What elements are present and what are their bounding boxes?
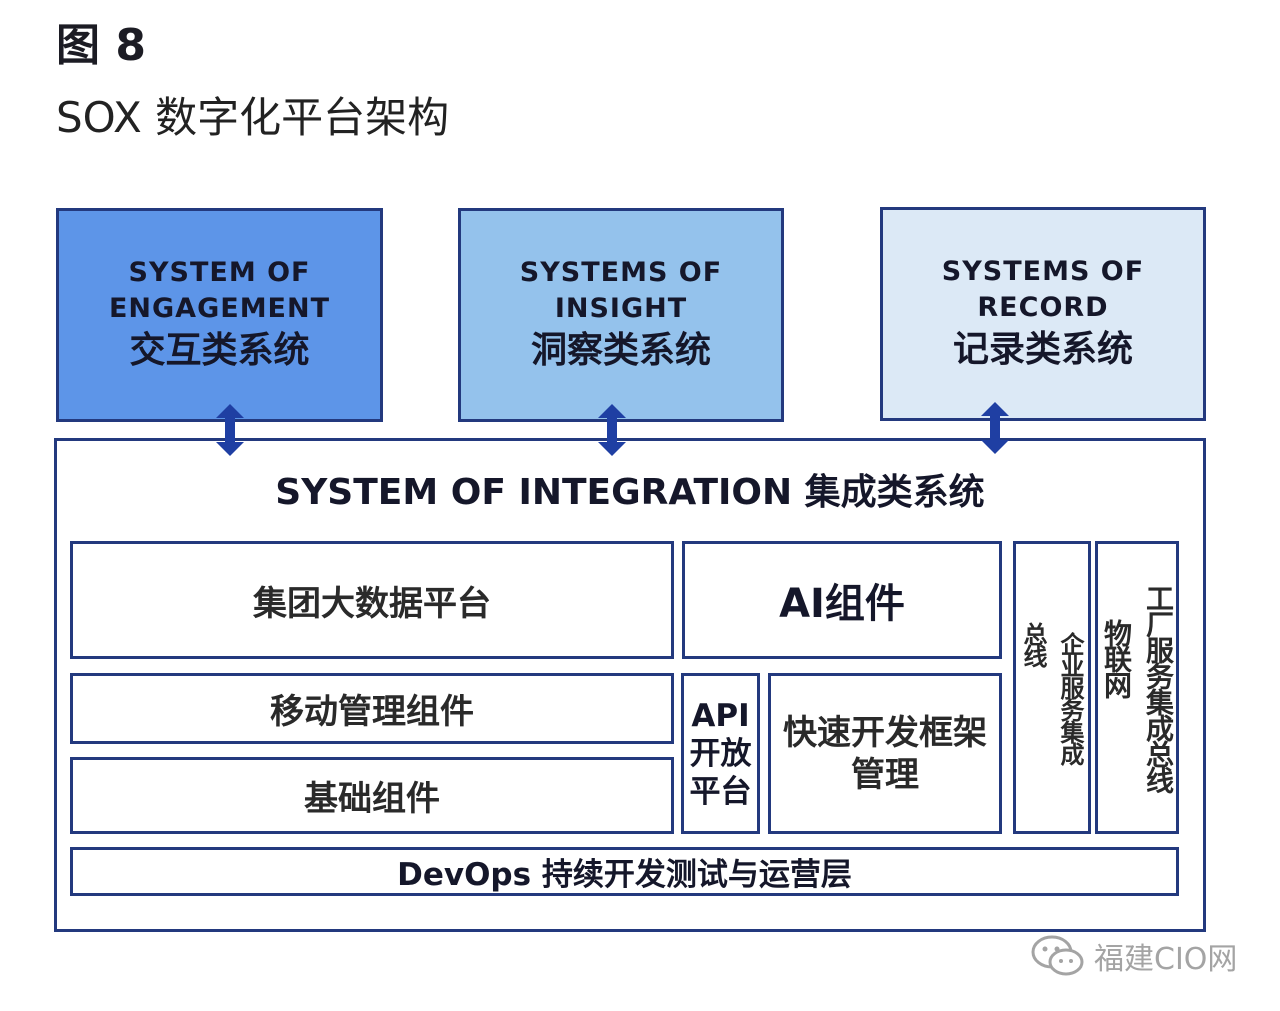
systems-of-insight-box: SYSTEMS OF INSIGHT 洞察类系统 xyxy=(458,208,784,422)
iot-service-bus-box: 工厂服务集成总线 物联网 xyxy=(1095,541,1179,834)
record-en-line2: RECORD xyxy=(977,292,1109,323)
double-arrow-icon xyxy=(216,404,244,456)
mobile-management-box: 移动管理组件 xyxy=(70,673,674,744)
engagement-en-line1: SYSTEM OF xyxy=(128,257,311,288)
double-arrow-icon xyxy=(598,404,626,456)
ai-component-box: AI组件 xyxy=(682,541,1002,659)
devops-layer-box: DevOps 持续开发测试与运营层 xyxy=(70,847,1179,896)
insight-en-line2: INSIGHT xyxy=(554,293,688,324)
double-arrow-icon xyxy=(981,402,1009,454)
rapid-dev-label-line2: 管理 xyxy=(851,754,919,795)
figure-label: 图 8 xyxy=(56,20,146,71)
ai-component-label: AI组件 xyxy=(779,581,905,627)
insight-cn: 洞察类系统 xyxy=(530,330,711,371)
api-label-line3: 平台 xyxy=(689,773,752,810)
systems-of-record-box: SYSTEMS OF RECORD 记录类系统 xyxy=(880,207,1206,421)
engagement-cn: 交互类系统 xyxy=(129,330,310,371)
esb-label-col1: 企业服务集成 xyxy=(1056,631,1084,764)
engagement-en-line2: ENGAGEMENT xyxy=(108,293,331,324)
rapid-dev-label-line1: 快速开发框架 xyxy=(783,712,987,753)
figure-title: SOX 数字化平台架构 xyxy=(56,93,450,142)
iot-label-col1: 工厂服务集成总线 xyxy=(1142,583,1175,792)
watermark: 福建CIO网 xyxy=(1030,928,1250,984)
record-cn: 记录类系统 xyxy=(952,329,1133,370)
api-label-line1: API xyxy=(691,697,750,734)
api-label-line2: 开放 xyxy=(689,735,752,772)
mobile-management-label: 移动管理组件 xyxy=(270,692,474,732)
enterprise-service-bus-box: 企业服务集成 总线 xyxy=(1013,541,1091,834)
record-en-line1: SYSTEMS OF xyxy=(941,256,1145,287)
insight-en-line1: SYSTEMS OF xyxy=(519,257,723,288)
watermark-text: 福建CIO网 xyxy=(1094,942,1238,977)
iot-label-col2: 物联网 xyxy=(1100,618,1133,697)
devops-label: DevOps 持续开发测试与运营层 xyxy=(397,857,852,893)
integration-title: SYSTEM OF INTEGRATION 集成类系统 xyxy=(275,472,985,513)
basic-component-label: 基础组件 xyxy=(304,779,440,819)
api-open-platform-box: API 开放 平台 xyxy=(681,673,760,834)
system-of-engagement-box: SYSTEM OF ENGAGEMENT 交互类系统 xyxy=(56,208,383,422)
big-data-platform-box: 集团大数据平台 xyxy=(70,541,674,659)
wechat-icon xyxy=(1031,935,1084,976)
basic-component-box: 基础组件 xyxy=(70,757,674,834)
esb-label-col2: 总线 xyxy=(1019,621,1047,666)
rapid-dev-framework-box: 快速开发框架 管理 xyxy=(768,673,1002,834)
big-data-platform-label: 集团大数据平台 xyxy=(253,583,491,624)
